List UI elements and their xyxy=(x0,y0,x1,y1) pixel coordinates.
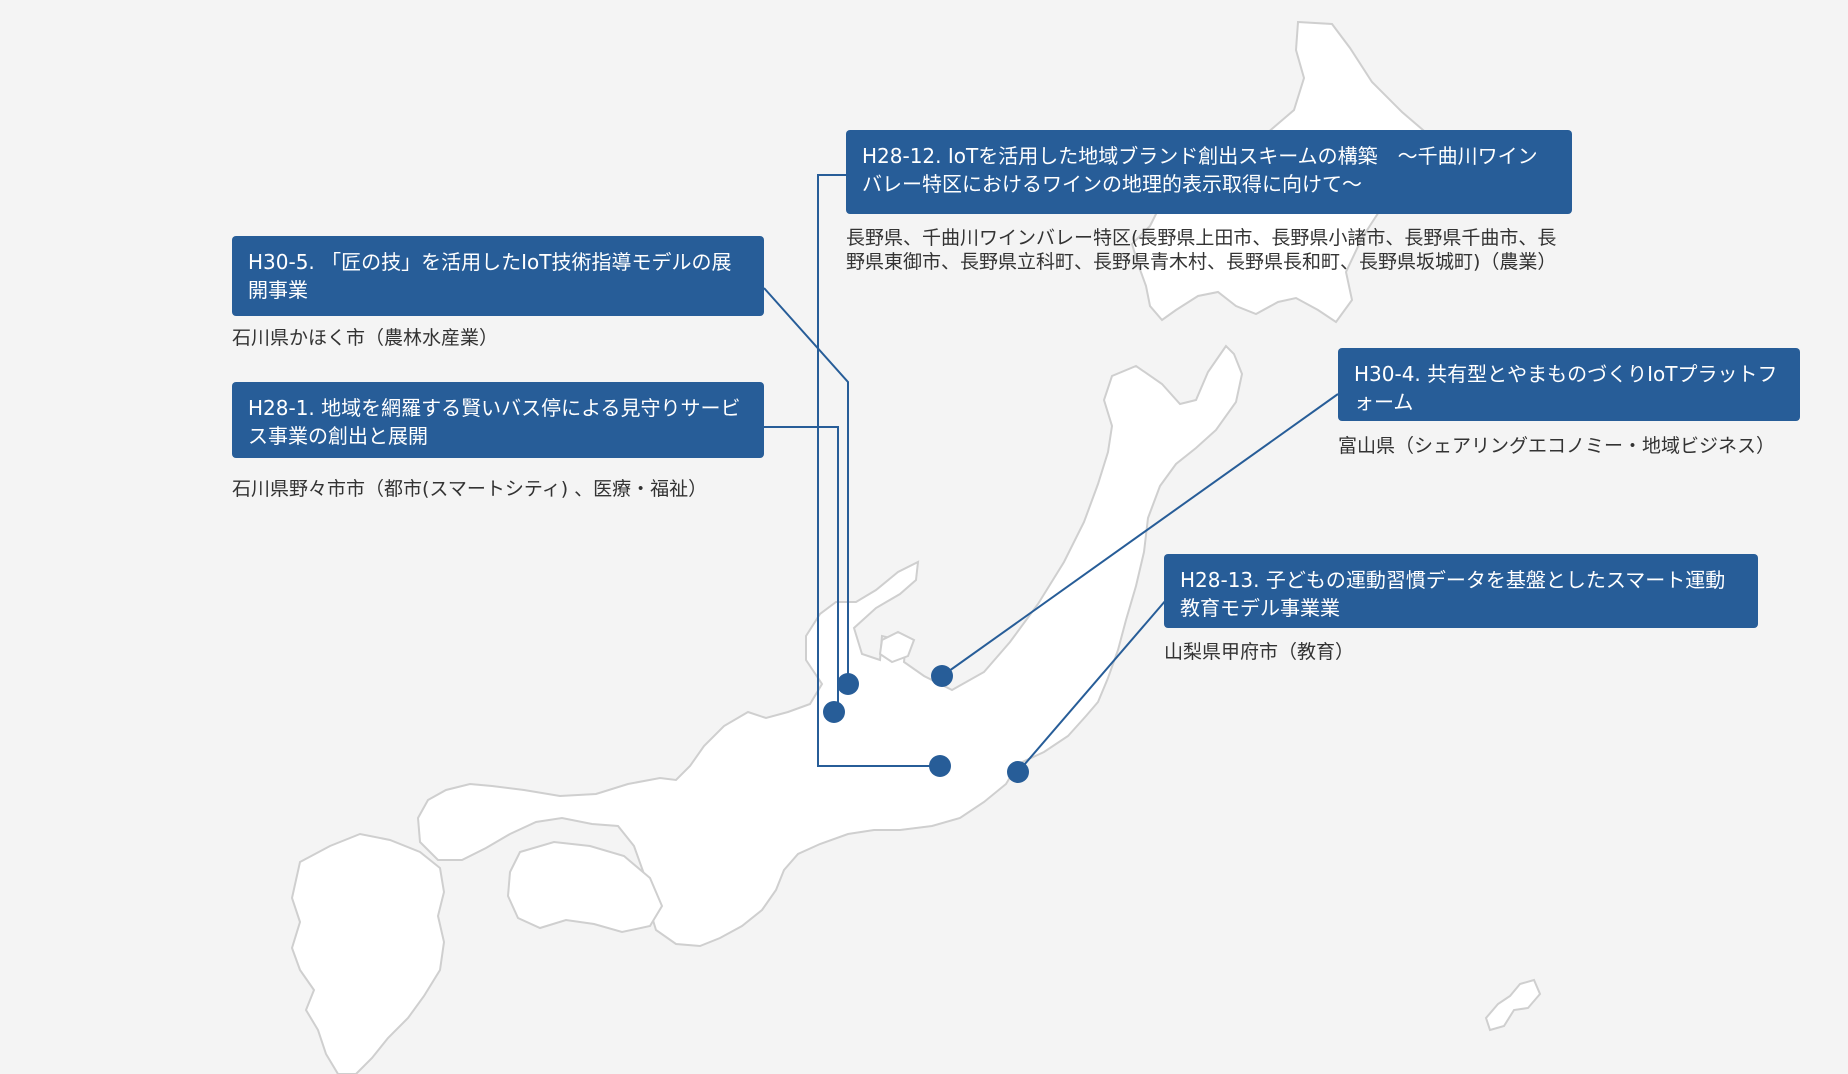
project-note-h28-12: 長野県、千曲川ワインバレー特区(長野県上田市、長野県小諸市、長野県千曲市、長野県… xyxy=(846,226,1572,274)
connector-h28-1 xyxy=(764,426,839,712)
kyushu-island xyxy=(290,832,446,1074)
connector-lines xyxy=(763,174,1339,773)
project-note-h28-1: 石川県野々市市（都市(スマートシティ) 、医療・福祉） xyxy=(232,470,732,508)
project-note-h30-4: 富山県（シェアリングエコノミー・地域ビジネス） xyxy=(1338,434,1804,458)
project-box-h30-5[interactable]: H30-5. 「匠の技」を活用したIoT技術指導モデルの展開事業 xyxy=(232,236,764,316)
marker-nagano[interactable] xyxy=(929,755,951,777)
project-box-h30-4[interactable]: H30-4. 共有型とやまものづくりIoTプラットフォーム xyxy=(1338,348,1800,421)
marker-nonoichi[interactable] xyxy=(823,701,845,723)
project-title: H28-1. 地域を網羅する賢いバス停による見守りサービス事業の創出と展開 xyxy=(248,396,741,448)
marker-kofu[interactable] xyxy=(1007,761,1029,783)
project-title: H30-4. 共有型とやまものづくりIoTプラットフォーム xyxy=(1354,362,1778,414)
project-title: H28-13. 子どもの運動習慣データを基盤としたスマート運動教育モデル事業業 xyxy=(1180,568,1726,620)
connector-h30-4 xyxy=(941,393,1339,677)
project-note-h28-13: 山梨県甲府市（教育） xyxy=(1164,640,1724,664)
marker-toyama[interactable] xyxy=(931,665,953,687)
project-title: H28-12. IoTを活用した地域ブランド創出スキームの構築 〜千曲川ワインバ… xyxy=(862,144,1538,196)
location-markers xyxy=(823,665,1029,783)
project-location: 石川県野々市市（都市(スマートシティ) 、医療・福祉） xyxy=(232,478,708,500)
izu-islands xyxy=(1484,978,1542,1032)
project-box-h28-13[interactable]: H28-13. 子どもの運動習慣データを基盤としたスマート運動教育モデル事業業 xyxy=(1164,554,1758,628)
connector-h28-12 xyxy=(817,174,940,767)
sado-island xyxy=(878,630,916,664)
connector-h28-13 xyxy=(1017,599,1167,773)
shikoku-island xyxy=(506,840,664,934)
project-box-h28-12[interactable]: H28-12. IoTを活用した地域ブランド創出スキームの構築 〜千曲川ワインバ… xyxy=(846,130,1572,214)
project-location: 長野県、千曲川ワインバレー特区(長野県上田市、長野県小諸市、長野県千曲市、長野県… xyxy=(846,227,1557,273)
honshu-island xyxy=(416,344,1244,948)
project-title: H30-5. 「匠の技」を活用したIoT技術指導モデルの展開事業 xyxy=(248,250,732,302)
project-location: 石川県かほく市（農林水産業） xyxy=(232,327,499,349)
marker-kahoku[interactable] xyxy=(837,673,859,695)
connector-h30-5 xyxy=(763,287,849,684)
project-box-h28-1[interactable]: H28-1. 地域を網羅する賢いバス停による見守りサービス事業の創出と展開 xyxy=(232,382,764,458)
project-location: 山梨県甲府市（教育） xyxy=(1164,641,1355,663)
project-location: 富山県（シェアリングエコノミー・地域ビジネス） xyxy=(1338,435,1776,457)
project-note-h30-5: 石川県かほく市（農林水産業） xyxy=(232,326,752,350)
